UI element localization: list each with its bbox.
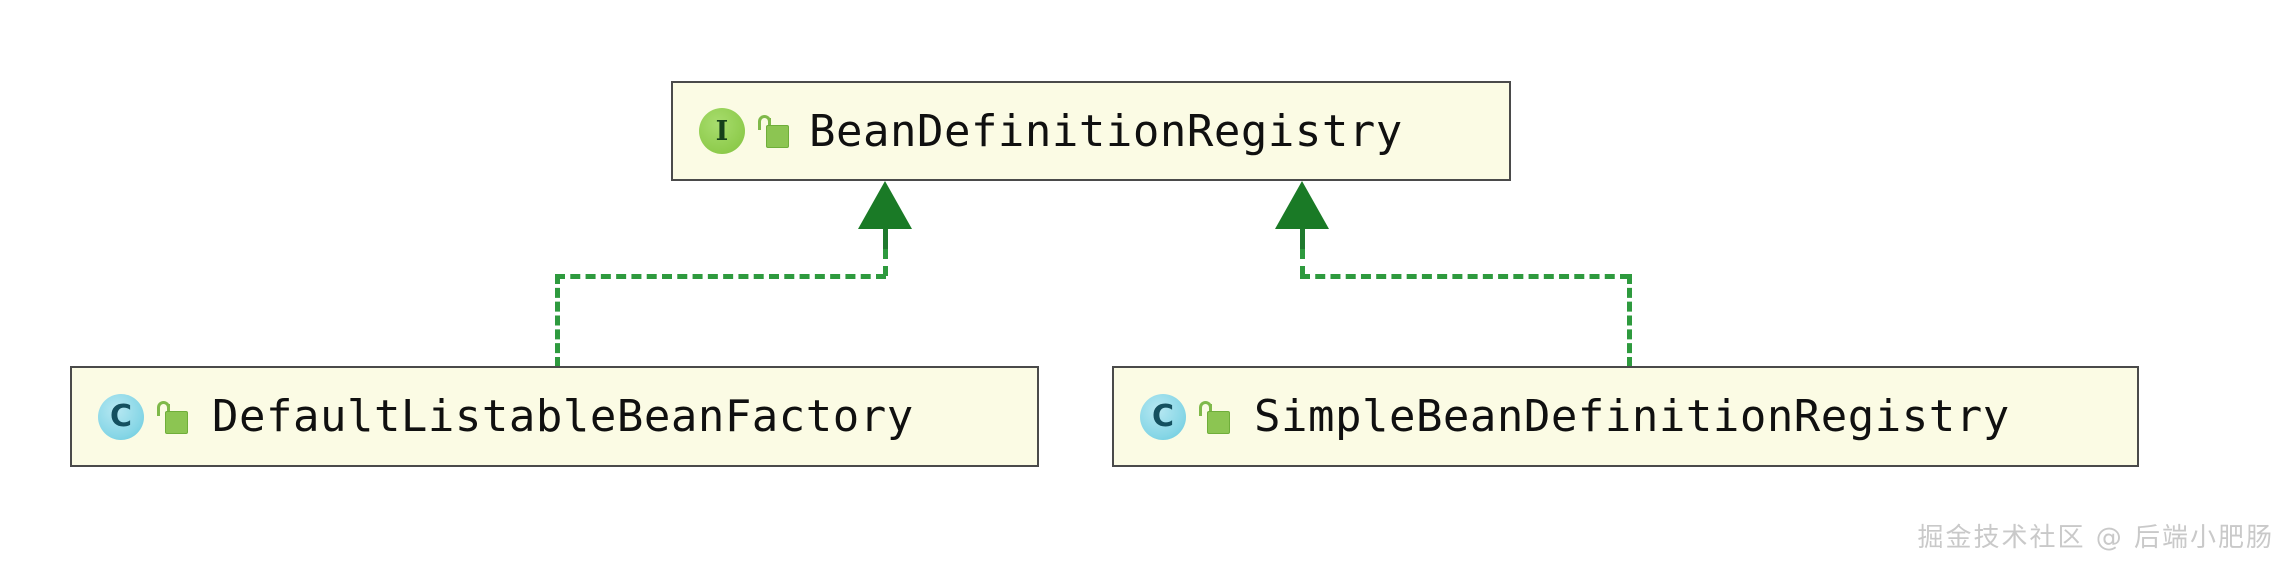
edge-left-drop [555,274,560,367]
edge-left-horizontal [555,274,886,279]
lock-body [766,125,789,148]
lock-body [165,410,188,434]
lock-shackle [157,400,170,416]
open-lock-icon [156,400,188,434]
edge-right-drop [1627,274,1632,367]
realization-arrowhead-left [858,181,912,229]
class-marker-icon: C [98,393,144,440]
watermark-text: 掘金技术社区 @ 后端小肥肠 [1917,523,2274,553]
uml-node-interface[interactable]: I BeanDefinitionRegistry [671,81,1511,181]
lock-shackle [758,115,771,130]
lock-body [1207,410,1230,434]
interface-marker-icon: I [699,108,745,154]
edge-left-riser [883,249,888,276]
interface-name-label: BeanDefinitionRegistry [809,105,1403,157]
uml-node-class-default-listable-bean-factory[interactable]: C DefaultListableBeanFactory [70,366,1039,467]
edge-right-horizontal [1300,274,1630,279]
edge-right-riser [1300,249,1305,276]
realization-arrowhead-right [1275,181,1329,229]
class-marker-icon: C [1140,393,1186,440]
edge-right-stub [1300,229,1305,249]
class-name-label: DefaultListableBeanFactory [212,391,914,442]
class-name-label: SimpleBeanDefinitionRegistry [1254,391,2010,442]
open-lock-icon [757,114,789,148]
edge-left-stub [883,229,888,249]
open-lock-icon [1198,400,1230,434]
uml-node-class-simple-bean-definition-registry[interactable]: C SimpleBeanDefinitionRegistry [1112,366,2139,467]
lock-shackle [1199,400,1212,416]
